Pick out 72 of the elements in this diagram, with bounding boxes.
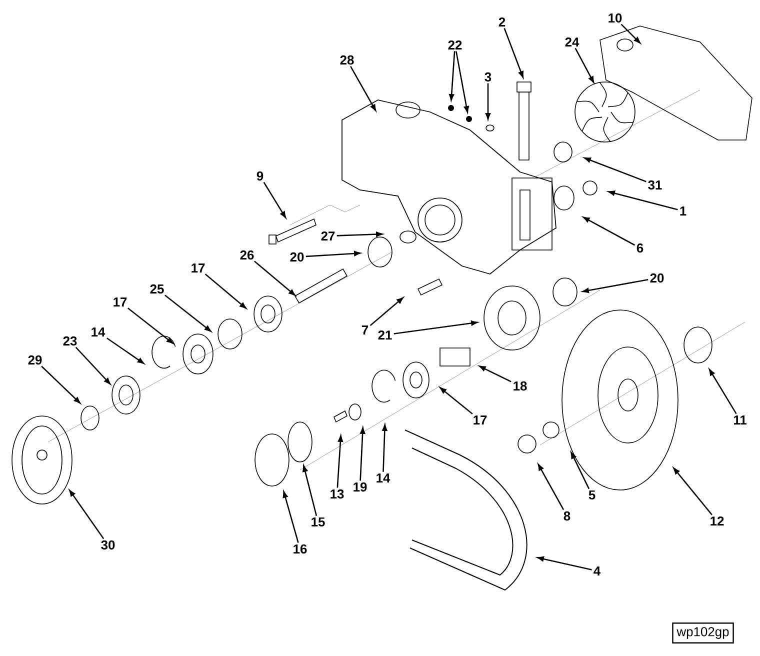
leader-arrow [582,278,648,294]
leader-arrow [620,24,641,44]
callout-number: 2 [498,17,506,27]
callout-number: 20 [650,273,664,283]
callout-number: 24 [565,37,580,47]
leader-arrow [306,250,361,258]
leader-arrow [538,464,564,510]
leader-arrow [336,435,344,488]
callout-number: 30 [101,540,115,550]
callout-number: 15 [312,517,325,526]
callout-number: 5 [588,490,596,500]
leader-arrow [537,556,592,570]
callout-number: 19 [354,482,367,492]
callout-number: 25 [150,284,164,294]
callout-number: 28 [340,55,354,65]
callout-number: 7 [362,326,368,334]
callout-number: 10 [608,13,622,23]
leader-arrow [584,157,646,182]
callout-number: 23 [63,336,77,346]
leader-arrow [41,366,80,404]
callout-number: 22 [448,40,462,50]
callout-number: 1 [680,206,686,216]
leader-arrow [504,28,524,78]
leader-arrow [106,338,144,364]
leader-arrow [164,294,212,332]
callout-number: 3 [484,72,492,82]
callout-number: 29 [28,355,42,365]
figure-id-box: wp102gp [672,622,734,644]
leader-arrow [570,452,590,490]
leader-arrow [370,297,404,326]
leader-arrow [673,468,712,516]
callout-number: 14 [92,328,106,336]
leader-arrow [360,427,366,481]
leader-arrow [75,346,111,384]
leader-arrow [574,48,594,84]
callout-number: 12 [710,516,724,526]
callout-number: 27 [321,231,335,241]
callout-number: 17 [114,298,127,306]
leader-arrow [254,260,296,296]
leader-arrow [582,216,636,246]
callout-number: 6 [636,243,644,253]
leader-arrow [263,182,286,218]
callout-number: 9 [256,171,264,181]
callout-number: 13 [330,489,344,499]
leader-arrow [708,368,737,414]
callout-number: 18 [514,381,527,391]
callout-number: 26 [240,250,254,260]
callout-number: 4 [594,566,601,576]
callout-number: 21 [378,330,392,340]
leader-arrow [449,51,456,101]
leader-arrow [204,274,246,309]
leader-arrow [350,66,376,112]
callout-number: 11 [734,416,746,424]
leader-arrow [302,465,318,516]
leader-arrow [608,190,678,210]
callout-number: 8 [564,511,570,521]
callout-number: 31 [648,180,662,190]
leader-arrow [394,320,478,334]
callout-number: 20 [290,252,304,262]
callout-number: 17 [192,264,205,272]
leader-arrow [69,490,104,540]
callout-number: 17 [474,416,487,424]
leader-arrow [456,51,470,113]
leader-arrow [440,387,473,414]
callout-number: 14 [376,474,390,482]
leader-arrow [485,83,491,120]
leader-arrow [336,232,383,237]
leader-arrow [479,366,512,382]
leader-arrow [382,424,388,472]
leader-arrow [282,491,299,543]
leader-arrow [127,308,174,344]
callout-number: 16 [294,544,307,554]
